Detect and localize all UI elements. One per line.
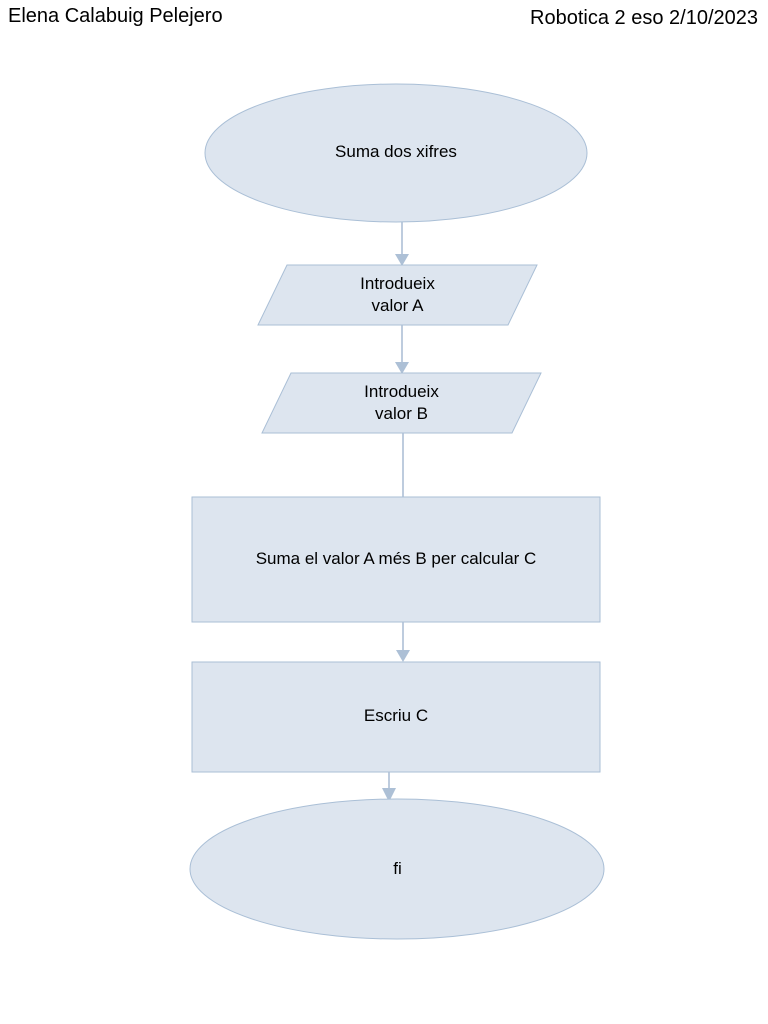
connector-write-to-end	[382, 772, 396, 802]
connector-calc-to-write	[396, 622, 410, 662]
node-input-a-shape[interactable]	[257, 264, 538, 326]
connector-start-to-in-a	[395, 222, 409, 266]
connector-in-a-to-in-b	[395, 325, 409, 374]
header-author: Elena Calabuig Pelejero	[8, 5, 223, 27]
node-end-shape[interactable]	[189, 798, 605, 940]
document-header: Elena Calabuig Pelejero Robotica 2 eso 2…	[0, 0, 768, 36]
node-input-b-shape[interactable]	[261, 372, 542, 434]
node-calc-shape[interactable]	[191, 496, 601, 623]
header-course-date: Robotica 2 eso 2/10/2023	[530, 7, 758, 29]
node-write-shape[interactable]	[191, 661, 601, 773]
node-start-shape[interactable]	[204, 83, 588, 223]
